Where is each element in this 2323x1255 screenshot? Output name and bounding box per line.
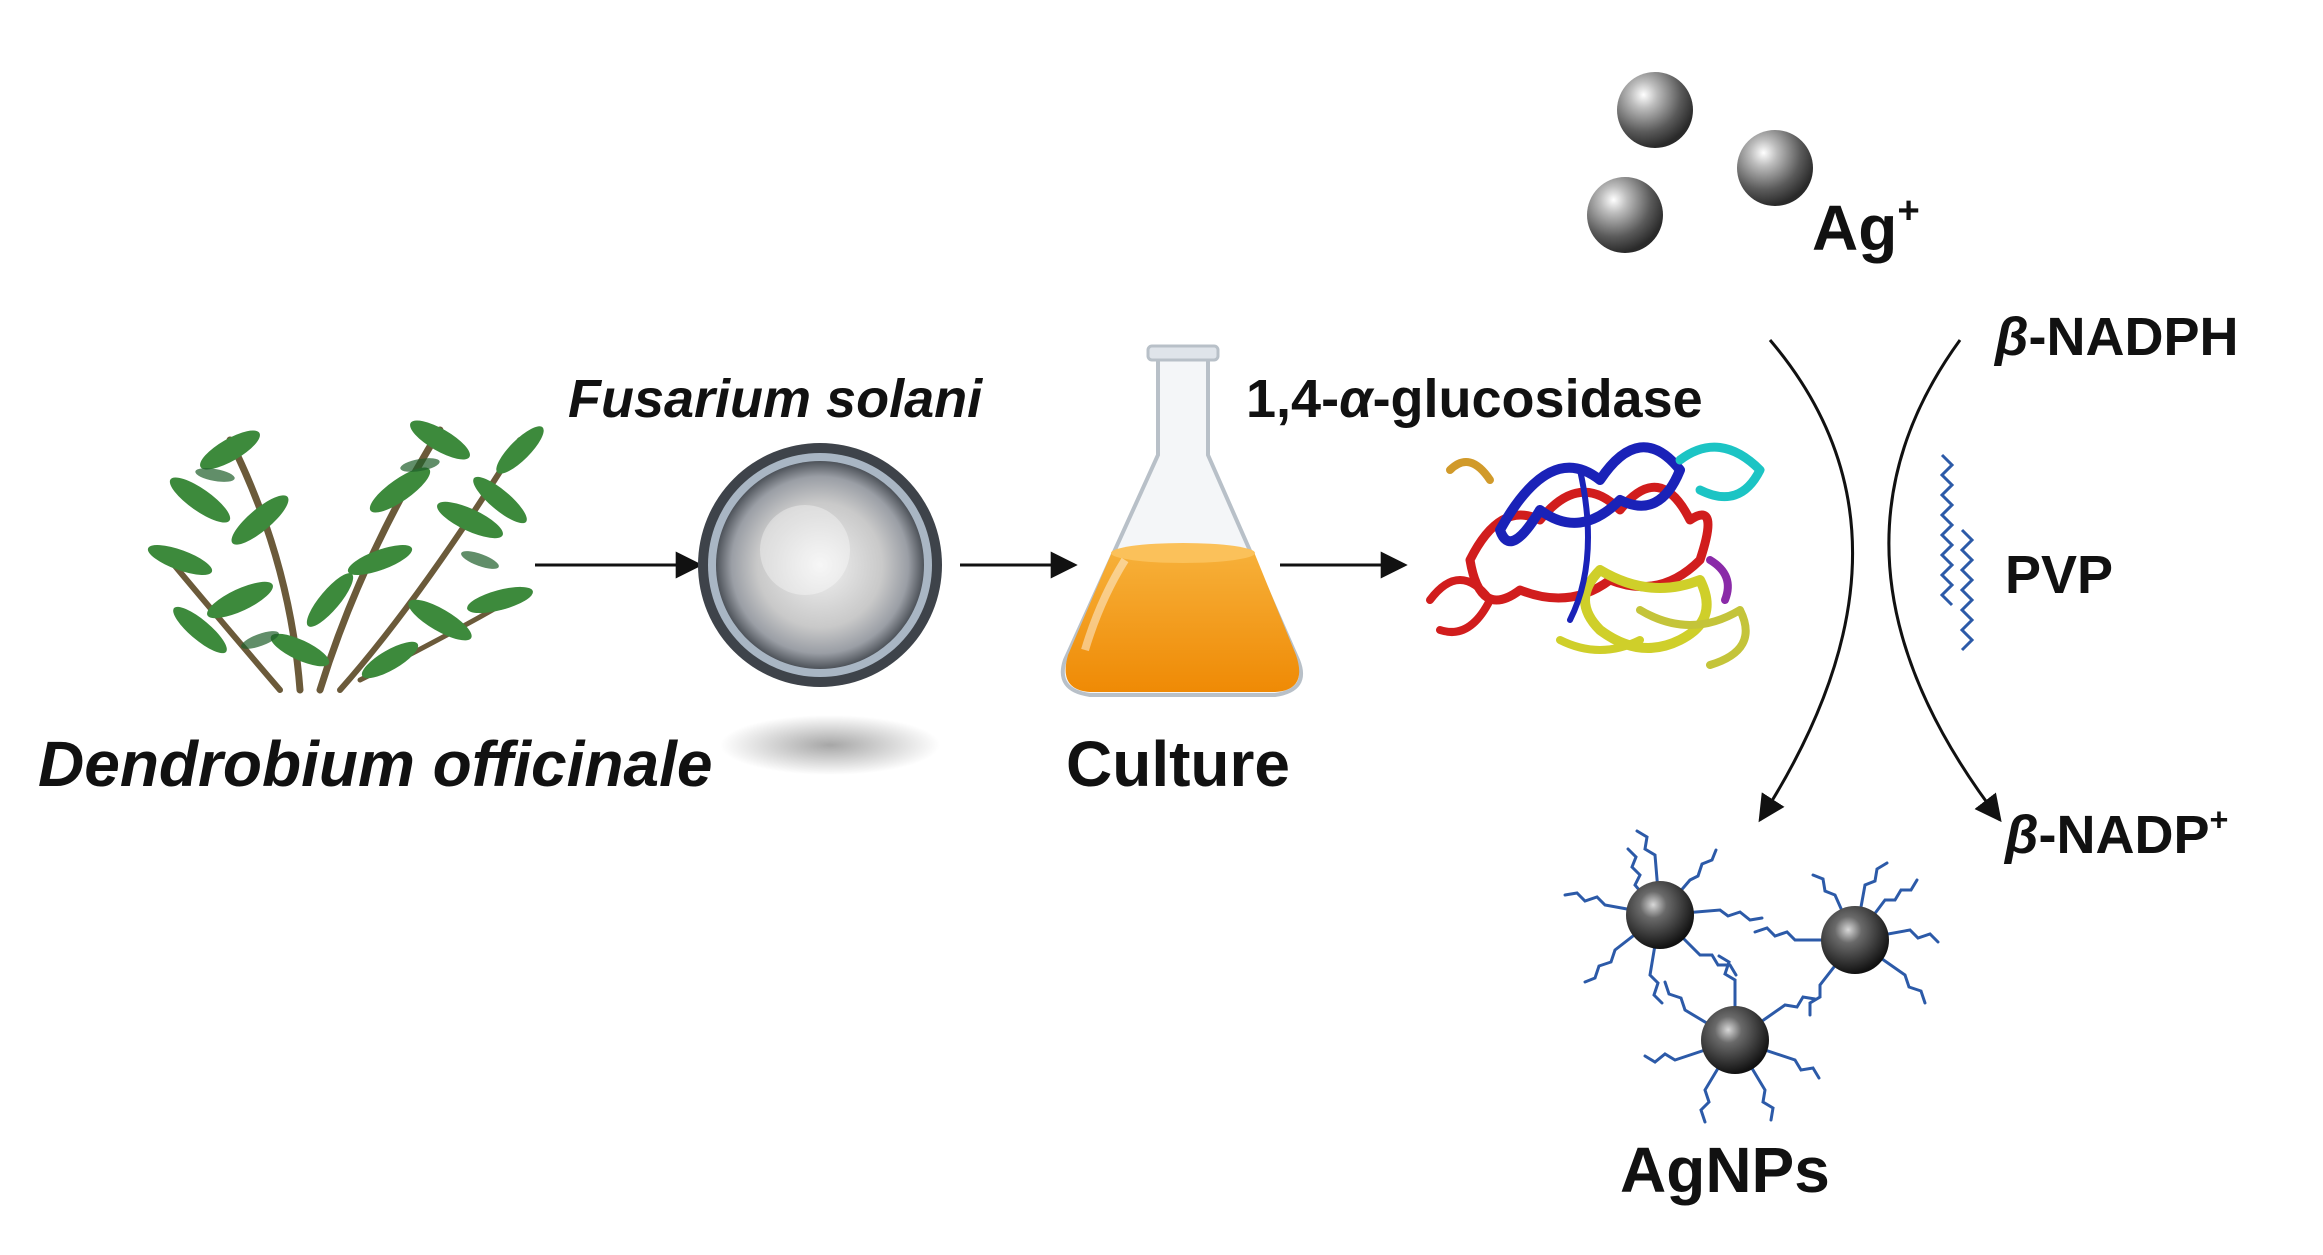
- enzyme-suffix: -glucosidase: [1372, 369, 1703, 429]
- nadph-label: β-NADPH: [1995, 310, 2239, 364]
- enzyme-prefix: 1,4-: [1246, 369, 1340, 429]
- flask-icon: [1060, 344, 1304, 697]
- nadp-text: -NADP: [2038, 805, 2210, 865]
- petri-dish-icon: [698, 443, 942, 775]
- nadph-text: -NADPH: [2028, 307, 2239, 367]
- ag-ion-label: Ag+: [1812, 191, 1920, 260]
- polymer-chain-icon: [1939, 453, 1975, 652]
- protein-structure-icon: [1426, 442, 1765, 669]
- silver-ion-icon: [1587, 72, 1813, 253]
- enzyme-greek: α: [1339, 369, 1373, 429]
- nadp-greek: β: [2005, 805, 2039, 865]
- culture-label: Culture: [1066, 728, 1290, 800]
- fungus-label: Fusarium solani: [568, 369, 983, 429]
- nadp-charge: +: [2209, 801, 2229, 838]
- ag-ion-charge: +: [1897, 189, 1920, 233]
- pvp-label: PVP: [2005, 545, 2114, 605]
- arrow-nadph-to-nadp: [1887, 339, 2002, 823]
- nanoparticle-icon: [1563, 829, 1940, 1124]
- nadph-greek: β: [1995, 307, 2029, 367]
- ag-ion-symbol: Ag: [1812, 192, 1898, 264]
- nadp-label: β-NADP+: [2005, 803, 2228, 865]
- plant-illustration: [147, 420, 544, 694]
- enzyme-label: 1,4-α-glucosidase: [1246, 372, 1703, 426]
- agnps-label: AgNPs: [1620, 1134, 1830, 1206]
- arrow-ag-to-agnps: [1758, 339, 1854, 823]
- plant-label: Dendrobium officinale: [38, 728, 713, 800]
